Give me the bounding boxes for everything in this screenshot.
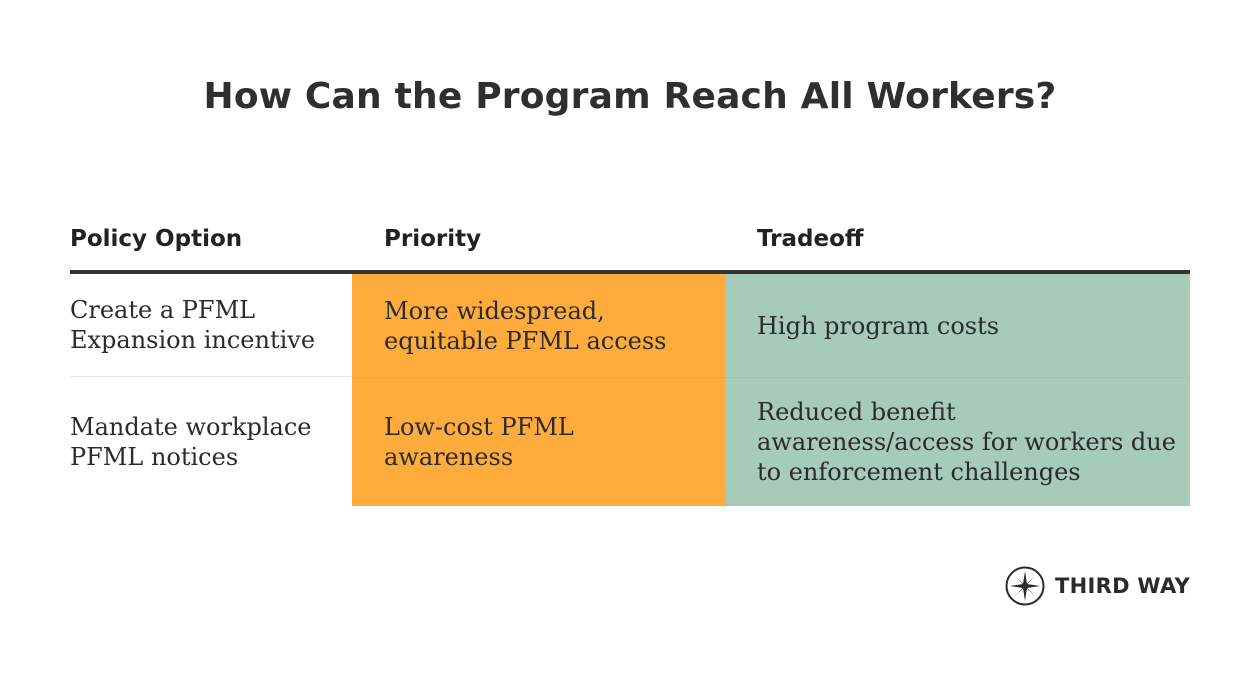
page-title: How Can the Program Reach All Workers? <box>203 76 1057 117</box>
priority-cell: Low-cost PFML awareness <box>352 377 726 506</box>
table-header: Policy Option Priority Tradeoff <box>70 222 1190 274</box>
column-header-policy-option: Policy Option <box>70 226 243 252</box>
policy-option-text: Create a PFML Expansion incentive <box>70 296 316 354</box>
column-header-tradeoff: Tradeoff <box>757 226 864 252</box>
policy-option-cell: Mandate workplace PFML notices <box>70 377 352 506</box>
priority-cell: More widespread, equitable PFML access <box>352 274 726 377</box>
tradeoff-text: Reduced benefit awareness/access for wor… <box>757 398 1176 486</box>
tradeoff-text: High program costs <box>757 311 1000 340</box>
logo-text: THIRD WAY <box>1055 574 1190 598</box>
tradeoff-cell: High program costs <box>726 274 1190 377</box>
compass-star-icon <box>1005 566 1045 606</box>
table-row: Create a PFML Expansion incentive More w… <box>70 274 1190 377</box>
policy-option-text: Mandate workplace PFML notices <box>70 412 312 471</box>
tradeoff-cell: Reduced benefit awareness/access for wor… <box>726 377 1190 506</box>
policy-option-cell: Create a PFML Expansion incentive <box>70 274 352 376</box>
priority-text: Low-cost PFML awareness <box>384 413 574 471</box>
policy-table: Policy Option Priority Tradeoff Create a… <box>70 222 1190 506</box>
third-way-logo: THIRD WAY <box>1005 566 1190 606</box>
table-row: Mandate workplace PFML notices Low-cost … <box>70 377 1190 506</box>
column-header-priority: Priority <box>384 226 482 252</box>
priority-text: More widespread, equitable PFML access <box>384 296 667 355</box>
